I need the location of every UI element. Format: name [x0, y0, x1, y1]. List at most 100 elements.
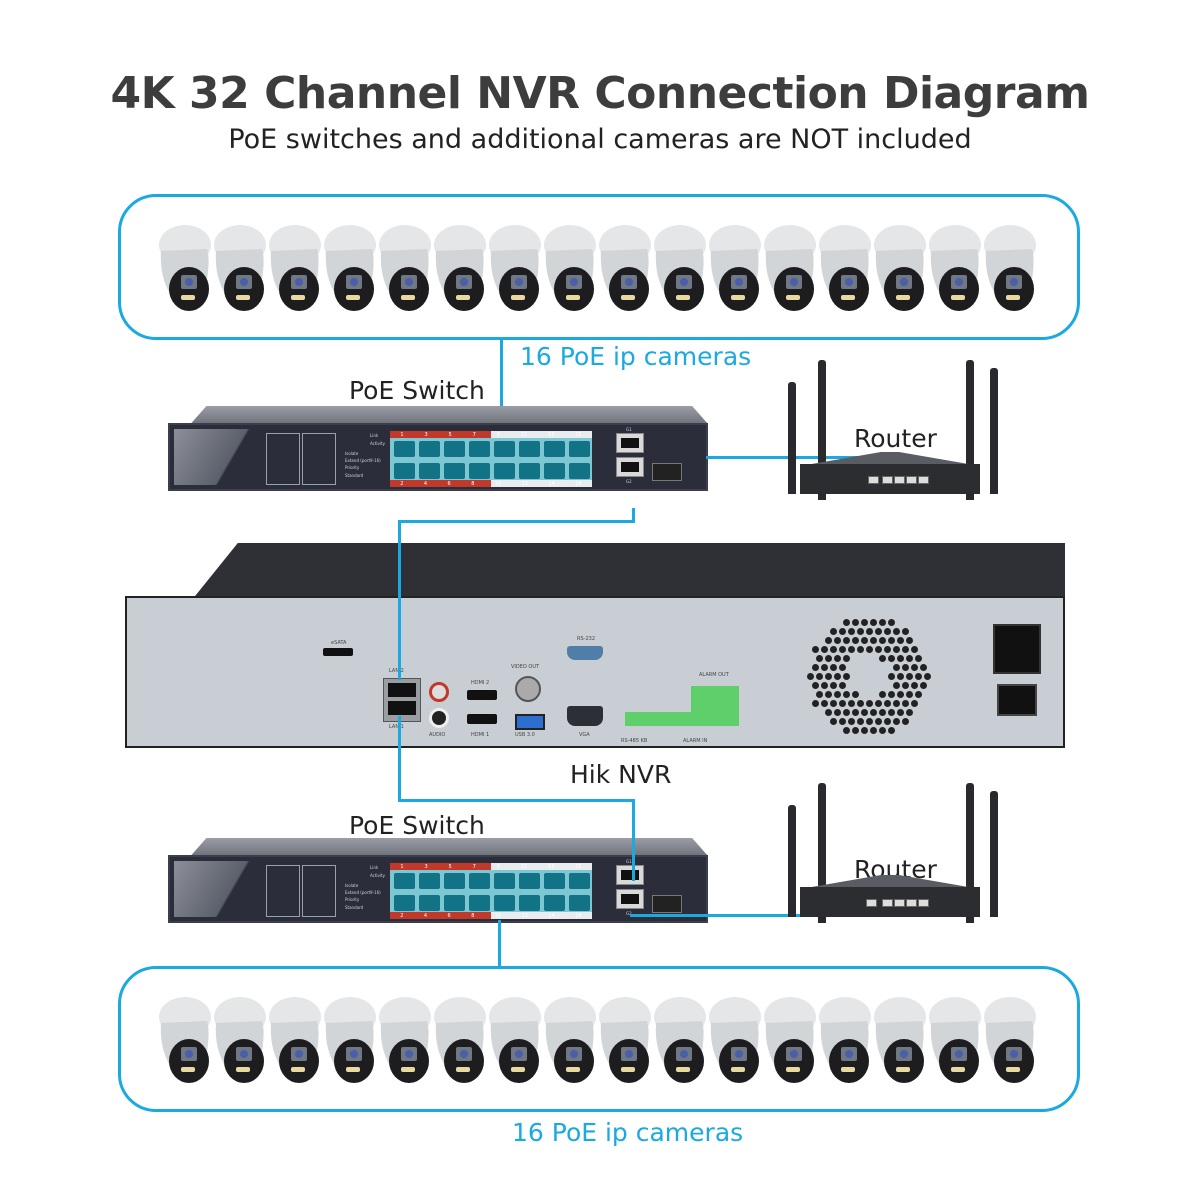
fan-hole — [879, 709, 886, 716]
ethernet-port — [494, 441, 515, 457]
alarm-terminal-block — [691, 686, 739, 726]
fan-hole — [866, 718, 873, 725]
bottom-camera-row — [155, 993, 1036, 1093]
fan-hole — [812, 664, 819, 671]
ethernet-port — [419, 873, 440, 889]
ethernet-port — [544, 441, 565, 457]
fan-hole — [825, 709, 832, 716]
ethernet-port — [519, 873, 540, 889]
dome-camera-icon — [155, 221, 211, 321]
led-grid-poe — [302, 433, 336, 485]
led-grid-link — [266, 865, 300, 917]
fan-hole — [825, 637, 832, 644]
fan-hole — [888, 673, 895, 680]
port-number: 7 — [472, 431, 476, 438]
dome-camera-icon — [485, 221, 541, 321]
router-wan-port — [866, 899, 877, 907]
fan-hole — [839, 664, 846, 671]
dome-camera-icon — [705, 993, 761, 1093]
fan-hole — [884, 700, 891, 707]
dome-camera-icon — [980, 993, 1036, 1093]
port-number: 15 — [575, 431, 582, 438]
fan-hole — [875, 628, 882, 635]
mode-standard: Standard — [345, 473, 364, 478]
ethernet-port — [519, 895, 540, 911]
port-number: 14 — [548, 912, 555, 919]
vga-port — [567, 706, 603, 726]
fan-hole — [861, 619, 868, 626]
wire-switch-g2-drop — [632, 508, 635, 522]
router-wan-port — [868, 476, 879, 484]
fan-hole — [884, 718, 891, 725]
hdmi2-port — [467, 690, 497, 700]
port-number: 1 — [400, 431, 404, 438]
lan2-port — [388, 683, 416, 697]
fan-hole — [830, 700, 837, 707]
lan2-label: LAN 2 — [389, 668, 404, 674]
dome-camera-icon — [925, 221, 981, 321]
mode-extend: Extend (port9-16) — [345, 458, 381, 463]
ethernet-port — [469, 441, 490, 457]
ethernet-port — [469, 873, 490, 889]
rs485-terminal-block — [625, 712, 691, 726]
video-out-label: VIDEO OUT — [511, 664, 540, 670]
fan-hole — [852, 727, 859, 734]
dome-camera-icon — [815, 993, 871, 1093]
usb-label: USB 3.0 — [515, 732, 535, 738]
mode-isolate: Isolate — [345, 451, 359, 456]
fan-hole — [888, 655, 895, 662]
fan-hole — [866, 700, 873, 707]
fan-hole — [902, 646, 909, 653]
fan-hole — [857, 718, 864, 725]
fan-hole — [843, 673, 850, 680]
port-number: 5 — [448, 431, 452, 438]
fan-hole — [843, 727, 850, 734]
alarm-out-label: ALARM OUT — [699, 672, 729, 678]
top-camera-group — [118, 194, 1080, 340]
power-switch[interactable] — [997, 684, 1037, 716]
dome-camera-icon — [320, 221, 376, 321]
antenna-icon — [990, 368, 998, 494]
port-number: 9 — [496, 431, 500, 438]
esata-port — [323, 648, 353, 656]
dome-camera-icon — [430, 221, 486, 321]
fan-hole — [839, 646, 846, 653]
fan-hole — [893, 628, 900, 635]
fan-hole — [897, 637, 904, 644]
fan-hole — [911, 646, 918, 653]
ethernet-port — [469, 463, 490, 479]
fan-hole — [875, 700, 882, 707]
fan-hole — [888, 691, 895, 698]
port-number: 1 — [400, 863, 404, 870]
fan-hole — [893, 664, 900, 671]
fan-hole — [834, 709, 841, 716]
router-lan-port — [918, 476, 929, 484]
fan-hole — [920, 682, 927, 689]
fan-hole — [830, 682, 837, 689]
fan-hole — [830, 718, 837, 725]
dome-camera-icon — [540, 221, 596, 321]
antenna-icon — [788, 805, 796, 917]
top-router-label: Router — [854, 424, 937, 453]
hdmi2-label: HDMI 2 — [471, 680, 490, 686]
dome-camera-icon — [595, 221, 651, 321]
ethernet-port — [419, 895, 440, 911]
dome-camera-icon — [980, 221, 1036, 321]
fan-hole — [812, 646, 819, 653]
fan-hole — [857, 646, 864, 653]
ethernet-port — [544, 463, 565, 479]
rs232-port — [567, 646, 603, 660]
fan-hole — [857, 700, 864, 707]
fan-hole — [906, 637, 913, 644]
switch-top-cover — [190, 406, 708, 424]
wire-switch-to-nvr-horizontal — [398, 520, 635, 523]
lan1-label: LAN 1 — [389, 724, 404, 730]
fan-hole — [807, 673, 814, 680]
fan-hole — [821, 700, 828, 707]
wire-nvr-lan1-down — [398, 716, 401, 801]
fan-hole — [902, 628, 909, 635]
